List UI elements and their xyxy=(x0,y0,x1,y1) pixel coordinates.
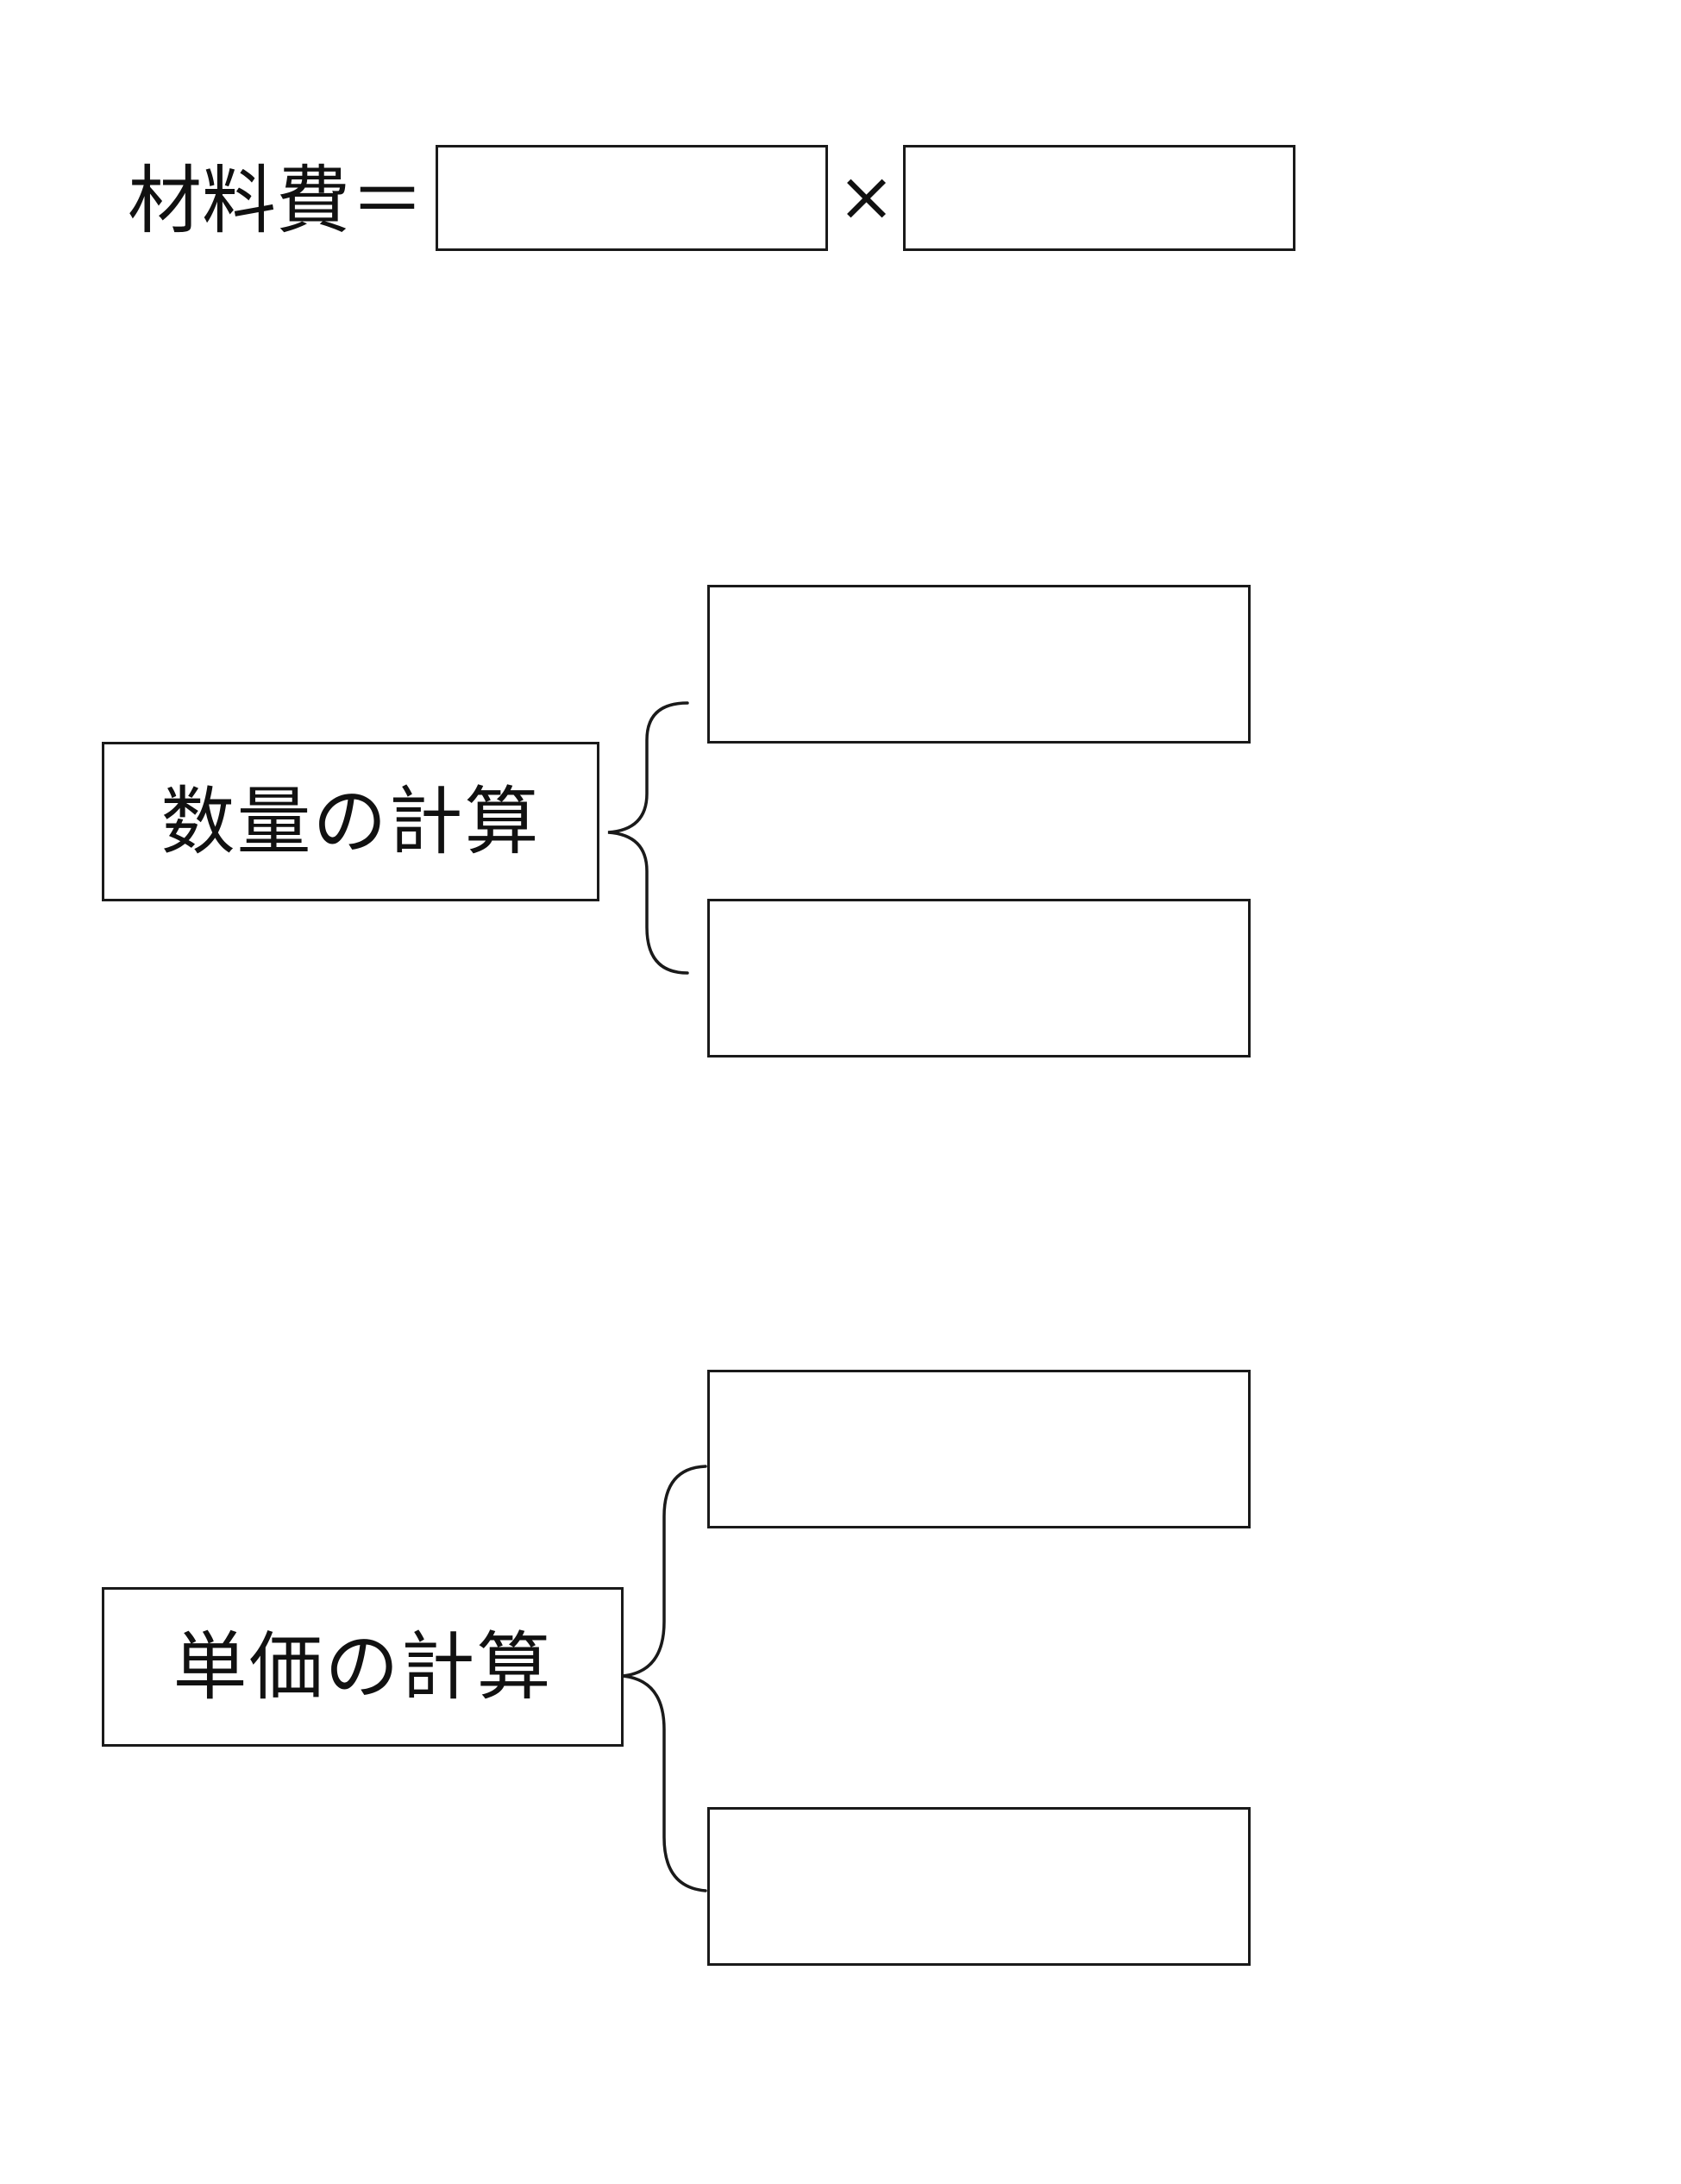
unit-price-blank-box-2[interactable] xyxy=(707,1807,1251,1966)
quantity-brace xyxy=(607,701,689,975)
formula-label: 材料費＝ xyxy=(128,158,424,244)
quantity-calculation-label: 数量の計算 xyxy=(160,778,541,865)
unit-price-calculation-label: 単価の計算 xyxy=(172,1623,553,1710)
quantity-blank-box-1[interactable] xyxy=(707,585,1251,744)
quantity-calculation-box: 数量の計算 xyxy=(102,742,599,901)
unit-price-calculation-box: 単価の計算 xyxy=(102,1587,624,1747)
unit-price-brace xyxy=(622,1465,707,1892)
unit-price-blank-box-1[interactable] xyxy=(707,1370,1251,1528)
formula-blank-box-1[interactable] xyxy=(436,145,828,251)
formula-blank-box-2[interactable] xyxy=(903,145,1295,251)
quantity-blank-box-2[interactable] xyxy=(707,899,1251,1057)
multiply-operator: × xyxy=(837,156,896,236)
